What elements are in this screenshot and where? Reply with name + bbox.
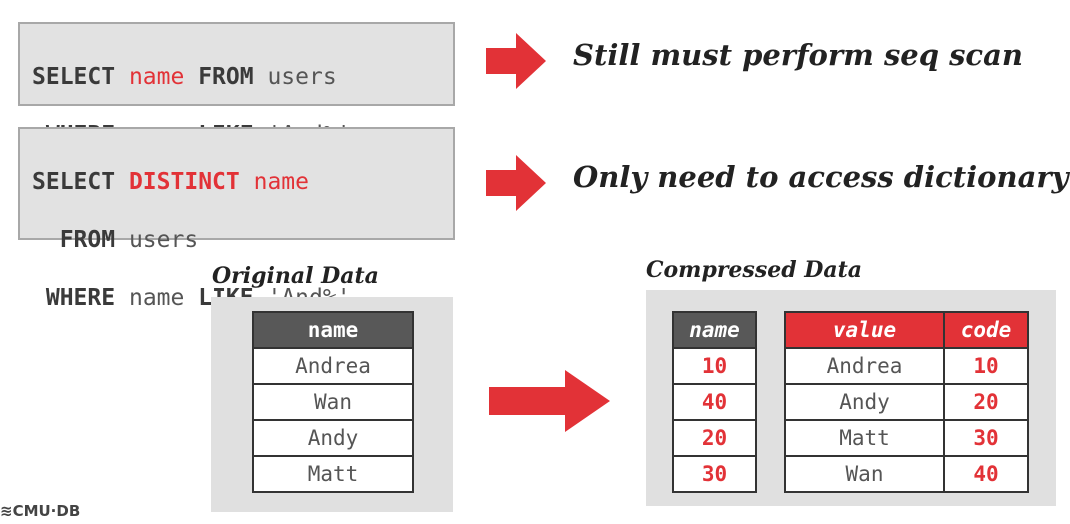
arrow-right-icon — [486, 33, 546, 89]
table-cell: 10 — [943, 347, 1029, 385]
statement-seq-scan: Still must perform seq scan — [573, 38, 1023, 72]
kw-select: SELECT — [32, 169, 116, 195]
statement-dictionary: Only need to access dictionary — [573, 160, 1069, 194]
query2-line1: SELECT DISTINCT name — [32, 168, 453, 197]
table-cell: 40 — [943, 455, 1029, 493]
column-header-name: name — [252, 311, 414, 349]
table-cell: Andy — [784, 383, 945, 421]
table-cell: Matt — [784, 419, 945, 457]
column-header-name: name — [672, 311, 757, 349]
kw-from: FROM — [59, 227, 116, 253]
column-name: name — [253, 169, 309, 195]
column-header-value: value — [784, 311, 945, 349]
arrow-right-icon — [486, 155, 546, 211]
table-cell: 20 — [943, 383, 1029, 421]
original-table: name Andrea Wan Andy Matt — [252, 311, 414, 493]
table-name: users — [267, 64, 337, 90]
cmu-db-logo: ≋CMU·DB — [0, 502, 81, 520]
kw-from: FROM — [198, 64, 254, 90]
table-cell: Andrea — [784, 347, 945, 385]
query-box-2: SELECT DISTINCT name FROM users WHERE na… — [18, 127, 455, 311]
kw-distinct: DISTINCT — [128, 169, 240, 195]
table-cell: 30 — [943, 419, 1029, 457]
table-cell: Wan — [784, 455, 945, 493]
column-header-code: code — [943, 311, 1029, 349]
table-cell: 30 — [672, 455, 757, 493]
query2-line2: FROM users — [32, 226, 453, 255]
table-cell: Andy — [252, 419, 414, 457]
compressed-data-caption: Compressed Data — [646, 257, 862, 283]
query-box-1: SELECT name FROM users WHERE name LIKE '… — [18, 22, 455, 148]
compressed-codes-table: name 10 40 20 30 — [672, 311, 757, 493]
table-name: users — [128, 227, 199, 253]
where-column: name — [128, 285, 185, 311]
original-data-caption: Original Data — [212, 263, 379, 289]
table-cell: 10 — [672, 347, 757, 385]
table-cell: Andrea — [252, 347, 414, 385]
kw-where: WHERE — [45, 285, 116, 311]
kw-select: SELECT — [32, 64, 116, 90]
table-cell: Wan — [252, 383, 414, 421]
query1-line1: SELECT name FROM users — [32, 63, 453, 92]
table-cell: Matt — [252, 455, 414, 493]
arrow-right-icon — [489, 370, 610, 432]
table-cell: 40 — [672, 383, 757, 421]
column-name: name — [128, 64, 185, 90]
table-cell: 20 — [672, 419, 757, 457]
